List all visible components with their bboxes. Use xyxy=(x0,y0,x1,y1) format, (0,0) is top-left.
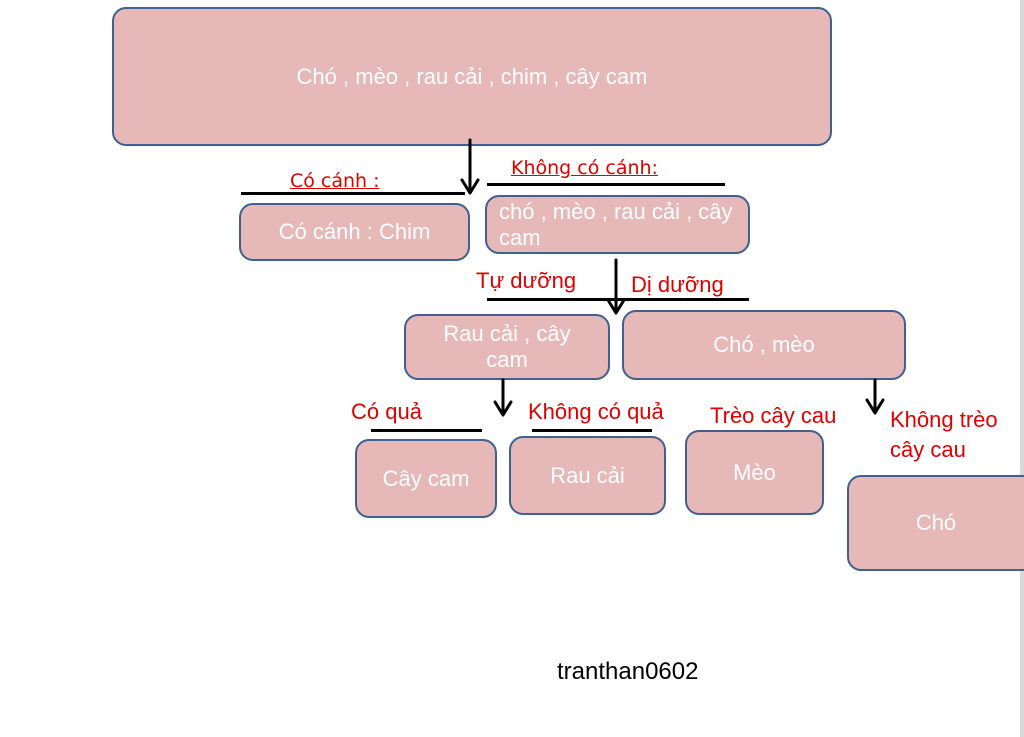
label-co-canh: Có cánh : xyxy=(290,170,380,192)
label-treo-cay-cau: Trèo cây cau xyxy=(710,403,837,428)
node-co-canh: Có cánh : Chim xyxy=(239,203,470,261)
node-di-duong: Chó , mèo xyxy=(622,310,906,380)
node-rau-cai: Rau cải xyxy=(509,436,666,515)
root-node-text: Chó , mèo , rau cải , chim , cây cam xyxy=(296,63,648,89)
underline-duong xyxy=(487,298,749,301)
node-meo: Mèo xyxy=(685,430,824,515)
node-tu-duong: Rau cải , cây cam xyxy=(404,314,610,380)
arrow-level1-down xyxy=(606,258,626,315)
label-tu-duong: Tự dưỡng xyxy=(476,268,577,293)
root-node: Chó , mèo , rau cải , chim , cây cam xyxy=(112,7,832,146)
arrow-tu-duong-down xyxy=(493,378,513,417)
label-co-qua: Có quả xyxy=(351,399,422,424)
underline-khong-co-qua xyxy=(532,429,652,432)
author-credit: tranthan0602 xyxy=(557,658,699,685)
label-khong-treo-cay-cau: Không trèo cây cau xyxy=(890,407,998,462)
node-cay-cam: Cây cam xyxy=(355,439,497,518)
arrow-di-duong-down xyxy=(865,378,885,415)
underline-khong-co-canh xyxy=(487,183,725,186)
label-khong-co-qua: Không có quả xyxy=(528,399,664,424)
label-di-duong: Dị dưỡng xyxy=(631,272,724,297)
node-khong-co-canh: chó , mèo , rau cải , cây cam xyxy=(485,195,750,254)
arrow-root-down xyxy=(460,138,480,195)
underline-co-canh xyxy=(241,192,465,195)
page-edge xyxy=(1020,0,1024,737)
node-cho: Chó xyxy=(847,475,1024,571)
underline-co-qua xyxy=(371,429,482,432)
label-khong-co-canh: Không có cánh: xyxy=(511,157,658,179)
